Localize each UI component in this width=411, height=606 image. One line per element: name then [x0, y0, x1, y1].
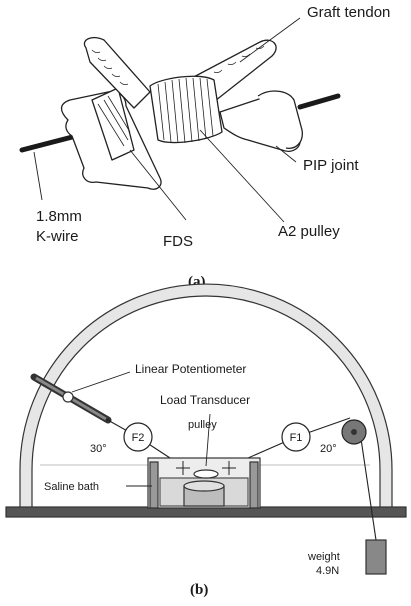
- weight-cable: [359, 431, 377, 541]
- label-pip-joint: PIP joint: [303, 157, 359, 174]
- graft-tendon: [83, 36, 151, 109]
- a2-pulley: [149, 75, 223, 144]
- kwire-left: [19, 132, 83, 153]
- panel-b-label: (b): [190, 582, 208, 598]
- leader-load-transducer: [205, 413, 211, 467]
- label-angle-left: 30°: [90, 443, 107, 455]
- label-kwire-size: 1.8mm: [36, 208, 82, 225]
- leader-potentiometer: [71, 371, 131, 393]
- label-f2: F2: [132, 432, 145, 444]
- panel-a-drawing: [19, 17, 341, 223]
- leader-graft-tendon: [239, 17, 301, 63]
- label-pulley: pulley: [188, 419, 217, 431]
- label-fds: FDS: [163, 233, 193, 250]
- specimen-pulley: [193, 469, 219, 479]
- kwire-right: [297, 93, 341, 110]
- f1-load-cell: [281, 422, 311, 452]
- label-a2-pulley: A2 pulley: [278, 223, 340, 240]
- label-weight-value: 4.9N: [316, 565, 339, 577]
- leader-kwire: [33, 151, 43, 201]
- linear-potentiometer: [30, 373, 112, 424]
- label-graft-tendon: Graft tendon: [307, 4, 390, 21]
- leader-fds: [129, 149, 187, 221]
- label-angle-right: 20°: [320, 443, 337, 455]
- weight-block: [365, 539, 387, 575]
- leader-a2-pulley: [199, 129, 285, 223]
- fds-tendon: [91, 87, 135, 161]
- f2-load-cell: [123, 422, 153, 452]
- label-linear-potentiometer: Linear Potentiometer: [135, 362, 246, 376]
- saline-bath: [147, 457, 261, 509]
- label-weight: weight: [307, 551, 340, 563]
- label-load-transducer: Load Transducer: [160, 393, 250, 407]
- panel-b-drawing: [5, 283, 407, 575]
- pip-joint-cap: [257, 90, 303, 149]
- label-f1: F1: [290, 432, 303, 444]
- label-kwire: K-wire: [36, 228, 79, 245]
- leader-pip-joint: [275, 145, 297, 163]
- label-saline-bath: Saline bath: [44, 481, 99, 493]
